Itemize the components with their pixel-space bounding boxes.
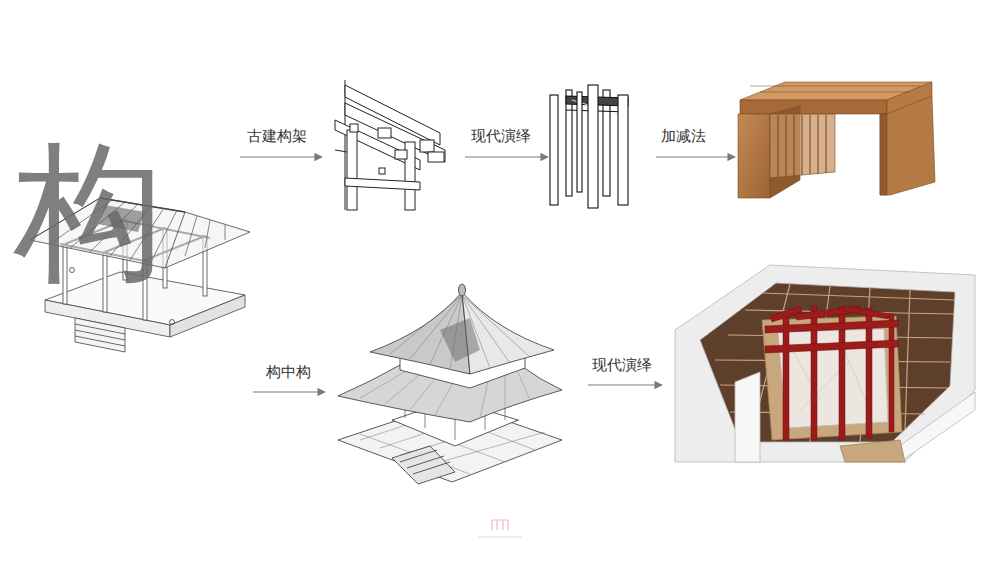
arrow-label: 古建构架 [247, 127, 307, 145]
building-frame-drawing [205, 220, 210, 248]
arrow-label: 现代演绎 [592, 356, 652, 374]
wooden-pavilion [818, 115, 819, 174]
temple-drawing [459, 284, 466, 296]
temple-drawing [338, 284, 562, 484]
building-frame-drawing [170, 320, 175, 325]
wooden-pavilion [750, 86, 920, 87]
flow-arrow [240, 157, 735, 392]
wooden-pavilion [738, 82, 935, 198]
calligraphy-character: 构 [14, 138, 164, 288]
modern-frame [550, 85, 628, 208]
bracket-drawing [335, 80, 445, 210]
watermark-logo [492, 520, 508, 530]
wooden-pavilion [802, 115, 803, 175]
building-frame-drawing [75, 330, 125, 340]
modern-room-render [735, 372, 760, 462]
bracket-drawing [335, 150, 347, 152]
temple-drawing [440, 318, 480, 362]
building-frame-drawing [225, 225, 226, 240]
flow-arrow [656, 156, 735, 157]
building-frame-drawing [165, 212, 185, 268]
modern-room-render [675, 265, 975, 462]
modern-frame [577, 92, 582, 192]
bracket-drawing [395, 150, 407, 159]
wooden-pavilion [880, 114, 887, 195]
temple-drawing [390, 295, 530, 369]
modern-frame [588, 85, 598, 208]
bracket-drawing [378, 128, 391, 138]
building-frame-drawing [75, 336, 125, 346]
flow-arrow [253, 391, 325, 392]
modern-room-render [840, 440, 905, 462]
temple-drawing [518, 372, 530, 400]
wooden-pavilion [738, 114, 770, 198]
building-frame-drawing [75, 318, 125, 352]
wooden-pavilion [770, 114, 835, 178]
building-frame-drawing [75, 324, 125, 334]
temple-drawing [407, 456, 444, 468]
temple-drawing [413, 462, 450, 474]
bracket-drawing [428, 152, 444, 162]
modern-room-render [765, 340, 898, 353]
bracket-drawing [345, 80, 346, 210]
wooden-pavilion [794, 115, 795, 176]
flow-arrow [588, 384, 662, 385]
wooden-pavilion [760, 92, 910, 93]
modern-frame [566, 90, 572, 196]
watermark-logo [478, 537, 522, 538]
arrow-label: 现代演绎 [471, 127, 531, 145]
modern-room-render [770, 306, 802, 322]
temple-drawing [392, 446, 455, 484]
flow-arrow [240, 156, 322, 157]
flow-arrow [465, 156, 548, 157]
arrow-label: 加减法 [661, 127, 706, 145]
bracket-drawing [420, 140, 434, 152]
bracket-drawing [350, 124, 358, 132]
temple-drawing [462, 292, 554, 374]
modern-frame [550, 95, 558, 205]
modern-room-render [762, 293, 955, 300]
wooden-pavilion [810, 115, 811, 174]
modern-room-render [675, 265, 975, 462]
arrow-label: 构中构 [266, 363, 311, 381]
temple-drawing [360, 370, 408, 398]
wooden-pavilion [826, 115, 827, 173]
bracket-drawing [347, 130, 357, 210]
modern-room-render [905, 290, 910, 430]
wooden-pavilion [880, 96, 935, 195]
wooden-pavilion [778, 115, 779, 177]
modern-room-render [843, 306, 890, 319]
wooden-pavilion [786, 115, 787, 176]
building-frame-drawing [185, 216, 197, 256]
watermark-logo [478, 520, 522, 537]
building-frame-drawing [170, 295, 245, 337]
wooden-pavilion [740, 100, 887, 114]
modern-frame [618, 95, 628, 205]
modern-room-render [765, 306, 898, 440]
bracket-drawing [379, 168, 385, 174]
bracket-drawing [345, 178, 420, 190]
modern-room-render [765, 320, 898, 333]
modern-room-render [889, 314, 894, 432]
temple-drawing [505, 372, 506, 410]
